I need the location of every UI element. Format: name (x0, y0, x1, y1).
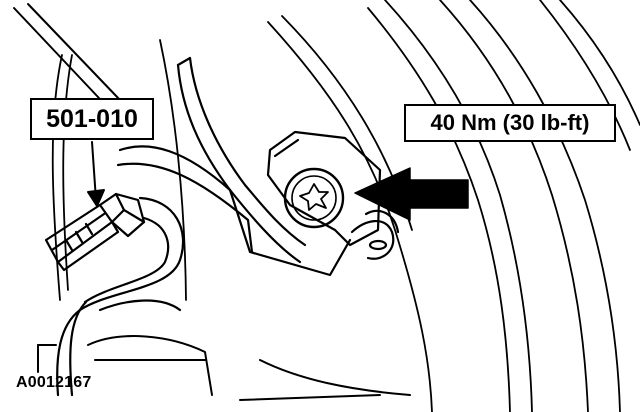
hinge-arm (116, 56, 352, 277)
torx-bolt-icon (283, 167, 345, 229)
tool-number-label: 501-010 (46, 104, 138, 133)
cable-line (13, 7, 116, 116)
tool-socket (44, 192, 146, 272)
body-panel-lines (267, 0, 640, 412)
hose (56, 196, 185, 397)
arrow-left-icon (354, 167, 469, 221)
figure-id: A0012167 (16, 374, 92, 391)
tool-number-callout: 501-010 (30, 98, 154, 140)
cable-line-2 (27, 3, 121, 101)
arrow-down-icon (87, 189, 105, 207)
hinge-plate (266, 130, 400, 260)
torque-spec-callout: 40 Nm (30 lb-ft) (404, 104, 616, 142)
lower-bracket (37, 335, 411, 401)
torque-spec-label: 40 Nm (30 lb-ft) (430, 110, 590, 135)
